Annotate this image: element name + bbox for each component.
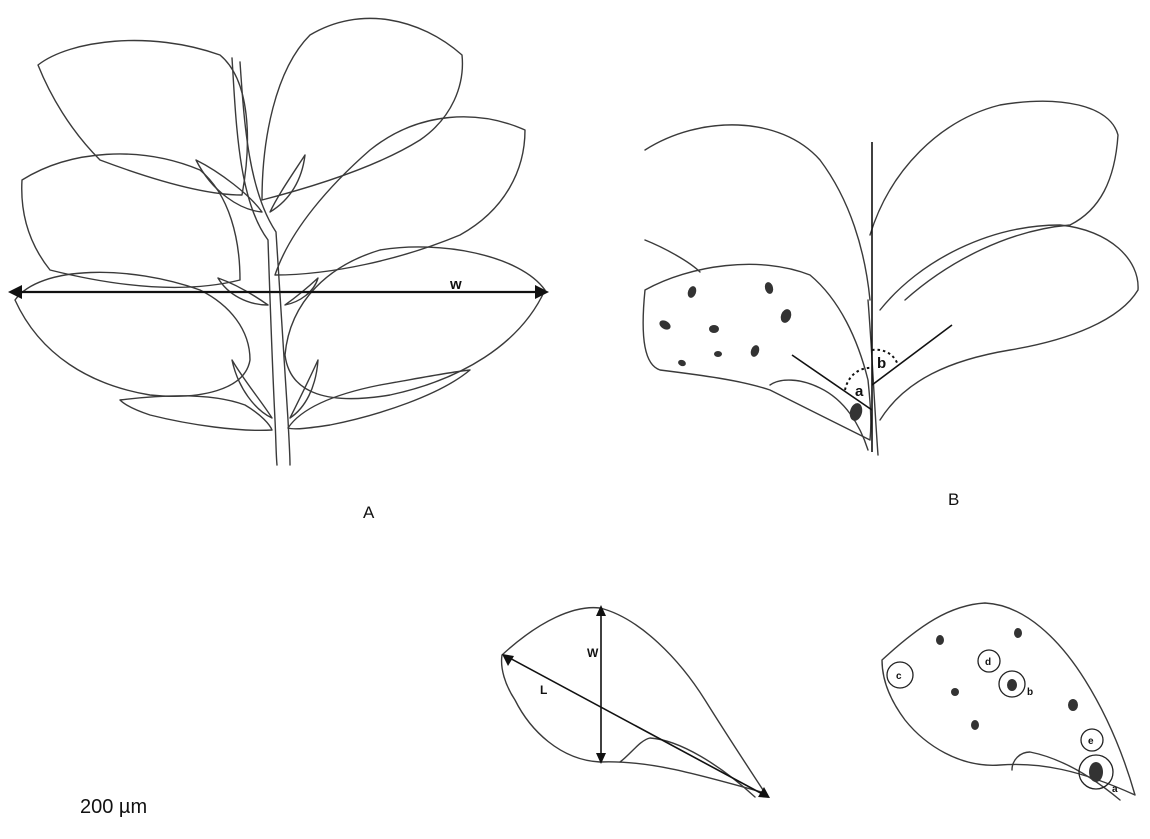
spot-c-label: c [896,671,902,682]
bud-upper-right [270,155,305,212]
leaf-width-label: W [587,646,599,660]
leaf-measure-drawing [502,605,770,798]
angle-b-label: b [877,355,886,372]
shoot-width-arrow [8,285,549,299]
scale-bar-label: 200 µm [80,796,147,819]
panel-label-b: B [948,490,959,509]
leaf-b-upper-right [870,101,1118,300]
spot-e-label: e [1088,736,1094,747]
leaf-lower-right [285,247,545,399]
oil-spots-b [658,281,864,422]
stem-b [868,300,878,455]
panel-label-a: A [363,503,375,522]
leaf-second-right [275,117,525,275]
shoot-drawing [15,18,545,465]
leaf-b-upper-left [645,125,870,300]
spot-d-label: d [985,657,991,668]
angle-a-label: a [855,383,864,400]
shoot-width-label: w [449,276,462,293]
leaf-b-back-edge [645,240,700,272]
insertion-drawing [643,101,1138,455]
bud-lower-right [290,360,318,418]
leaf-spots-fold [1012,752,1120,800]
leaf-bottom-left [120,396,272,431]
leaf-top-right [262,18,462,200]
leaf-second-left [22,154,240,287]
spot-b-label: b [1027,687,1033,698]
angle-lines [792,142,952,452]
leaf-length-label: L [540,683,547,697]
leaf-b-lower-right [880,225,1138,420]
spot-a-label: a [1112,784,1118,795]
leaf-measure-outline [502,608,765,793]
oil-spots-leaf [936,628,1103,782]
